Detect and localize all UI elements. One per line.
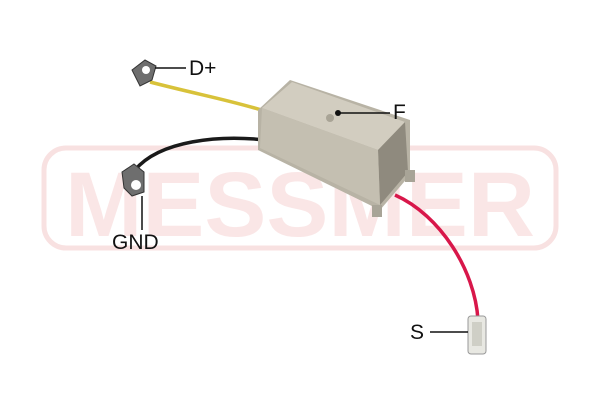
red-wire <box>394 193 480 321</box>
d-plus-terminal <box>131 59 157 87</box>
label-f: F <box>393 101 406 124</box>
label-gnd: GND <box>112 231 159 254</box>
black-wire <box>133 136 266 172</box>
label-s: S <box>410 321 425 344</box>
label-d-plus: D+ <box>189 57 217 80</box>
s-connector <box>467 315 487 355</box>
yellow-wire <box>149 80 269 114</box>
gnd-terminal <box>121 163 145 197</box>
